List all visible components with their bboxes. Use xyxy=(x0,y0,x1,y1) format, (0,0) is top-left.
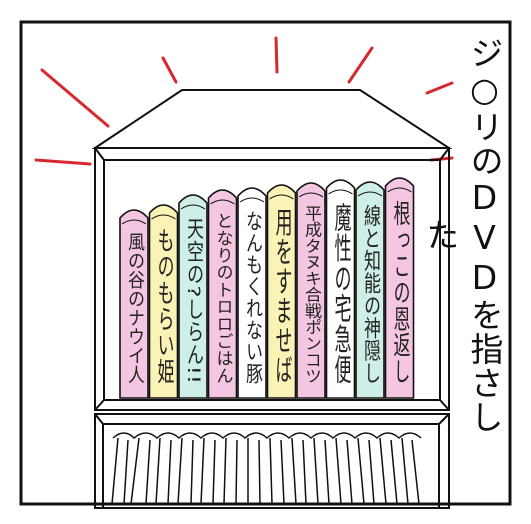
upper-cabinet xyxy=(94,147,450,411)
book-title: なんもくれない豚 xyxy=(242,210,263,385)
book-title: 風の谷のナウイ人 xyxy=(124,232,145,384)
lower-cabinet xyxy=(94,413,450,509)
book-title: ものもらい姫 xyxy=(154,227,175,384)
book-band xyxy=(239,197,265,203)
book-spine: 風の谷のナウイ人 xyxy=(119,209,149,399)
book-cover xyxy=(296,182,326,399)
book-band xyxy=(121,219,147,225)
book-title: 天空の?しらん!! xyxy=(183,217,204,384)
book-band xyxy=(210,199,235,205)
book-band xyxy=(180,204,206,210)
book-spine: 天空の?しらん!! xyxy=(178,194,208,399)
book-spine: となりのトロロごはん xyxy=(207,189,238,399)
book-title: 線と知能の神隠し xyxy=(360,204,381,384)
book-title: となりのトロロごはん xyxy=(213,212,233,384)
book-spine: 平成タヌキ合戦ポンコツ xyxy=(296,182,326,399)
book-band xyxy=(269,194,294,200)
book-cover xyxy=(384,177,415,399)
book-title: 用をすませば xyxy=(272,207,293,384)
book-title: 根っこの恩返し xyxy=(390,200,411,384)
book-band xyxy=(387,187,412,193)
book-band xyxy=(357,191,383,197)
book-cover xyxy=(178,194,208,399)
emphasis-lines-icon xyxy=(34,36,454,166)
book-cover xyxy=(355,181,385,399)
book-title: 平成タヌキ合戦ポンコツ xyxy=(301,205,322,384)
book-cover xyxy=(266,184,297,399)
caption-text: ジ○リのDVDを指さした xyxy=(421,36,504,434)
curtain-icon xyxy=(111,432,422,505)
book-band xyxy=(151,214,176,220)
book-spine: なんもくれない豚 xyxy=(237,187,267,399)
book-cover xyxy=(119,209,149,399)
book-spine: 用をすませば xyxy=(266,184,297,399)
book-cover xyxy=(237,187,267,399)
book-spine: 魔性の宅急便 xyxy=(325,179,356,399)
book-title: 魔性の宅急便 xyxy=(331,202,352,386)
panel-border xyxy=(19,20,512,506)
book-cover xyxy=(207,189,238,399)
book-band xyxy=(298,192,324,198)
book-spine: 根っこの恩返し xyxy=(384,177,415,399)
shelf-roof xyxy=(91,89,453,149)
book-band xyxy=(328,189,353,195)
book-cover xyxy=(325,179,356,399)
book-cover xyxy=(148,204,179,399)
book-spine: ものもらい姫 xyxy=(148,204,179,399)
book-spine: 線と知能の神隠し xyxy=(355,181,385,399)
book-row: 風の谷のナウイ人ものもらい姫天空の?しらん!! となりのトロロごはんなんもくれない… xyxy=(119,177,415,399)
